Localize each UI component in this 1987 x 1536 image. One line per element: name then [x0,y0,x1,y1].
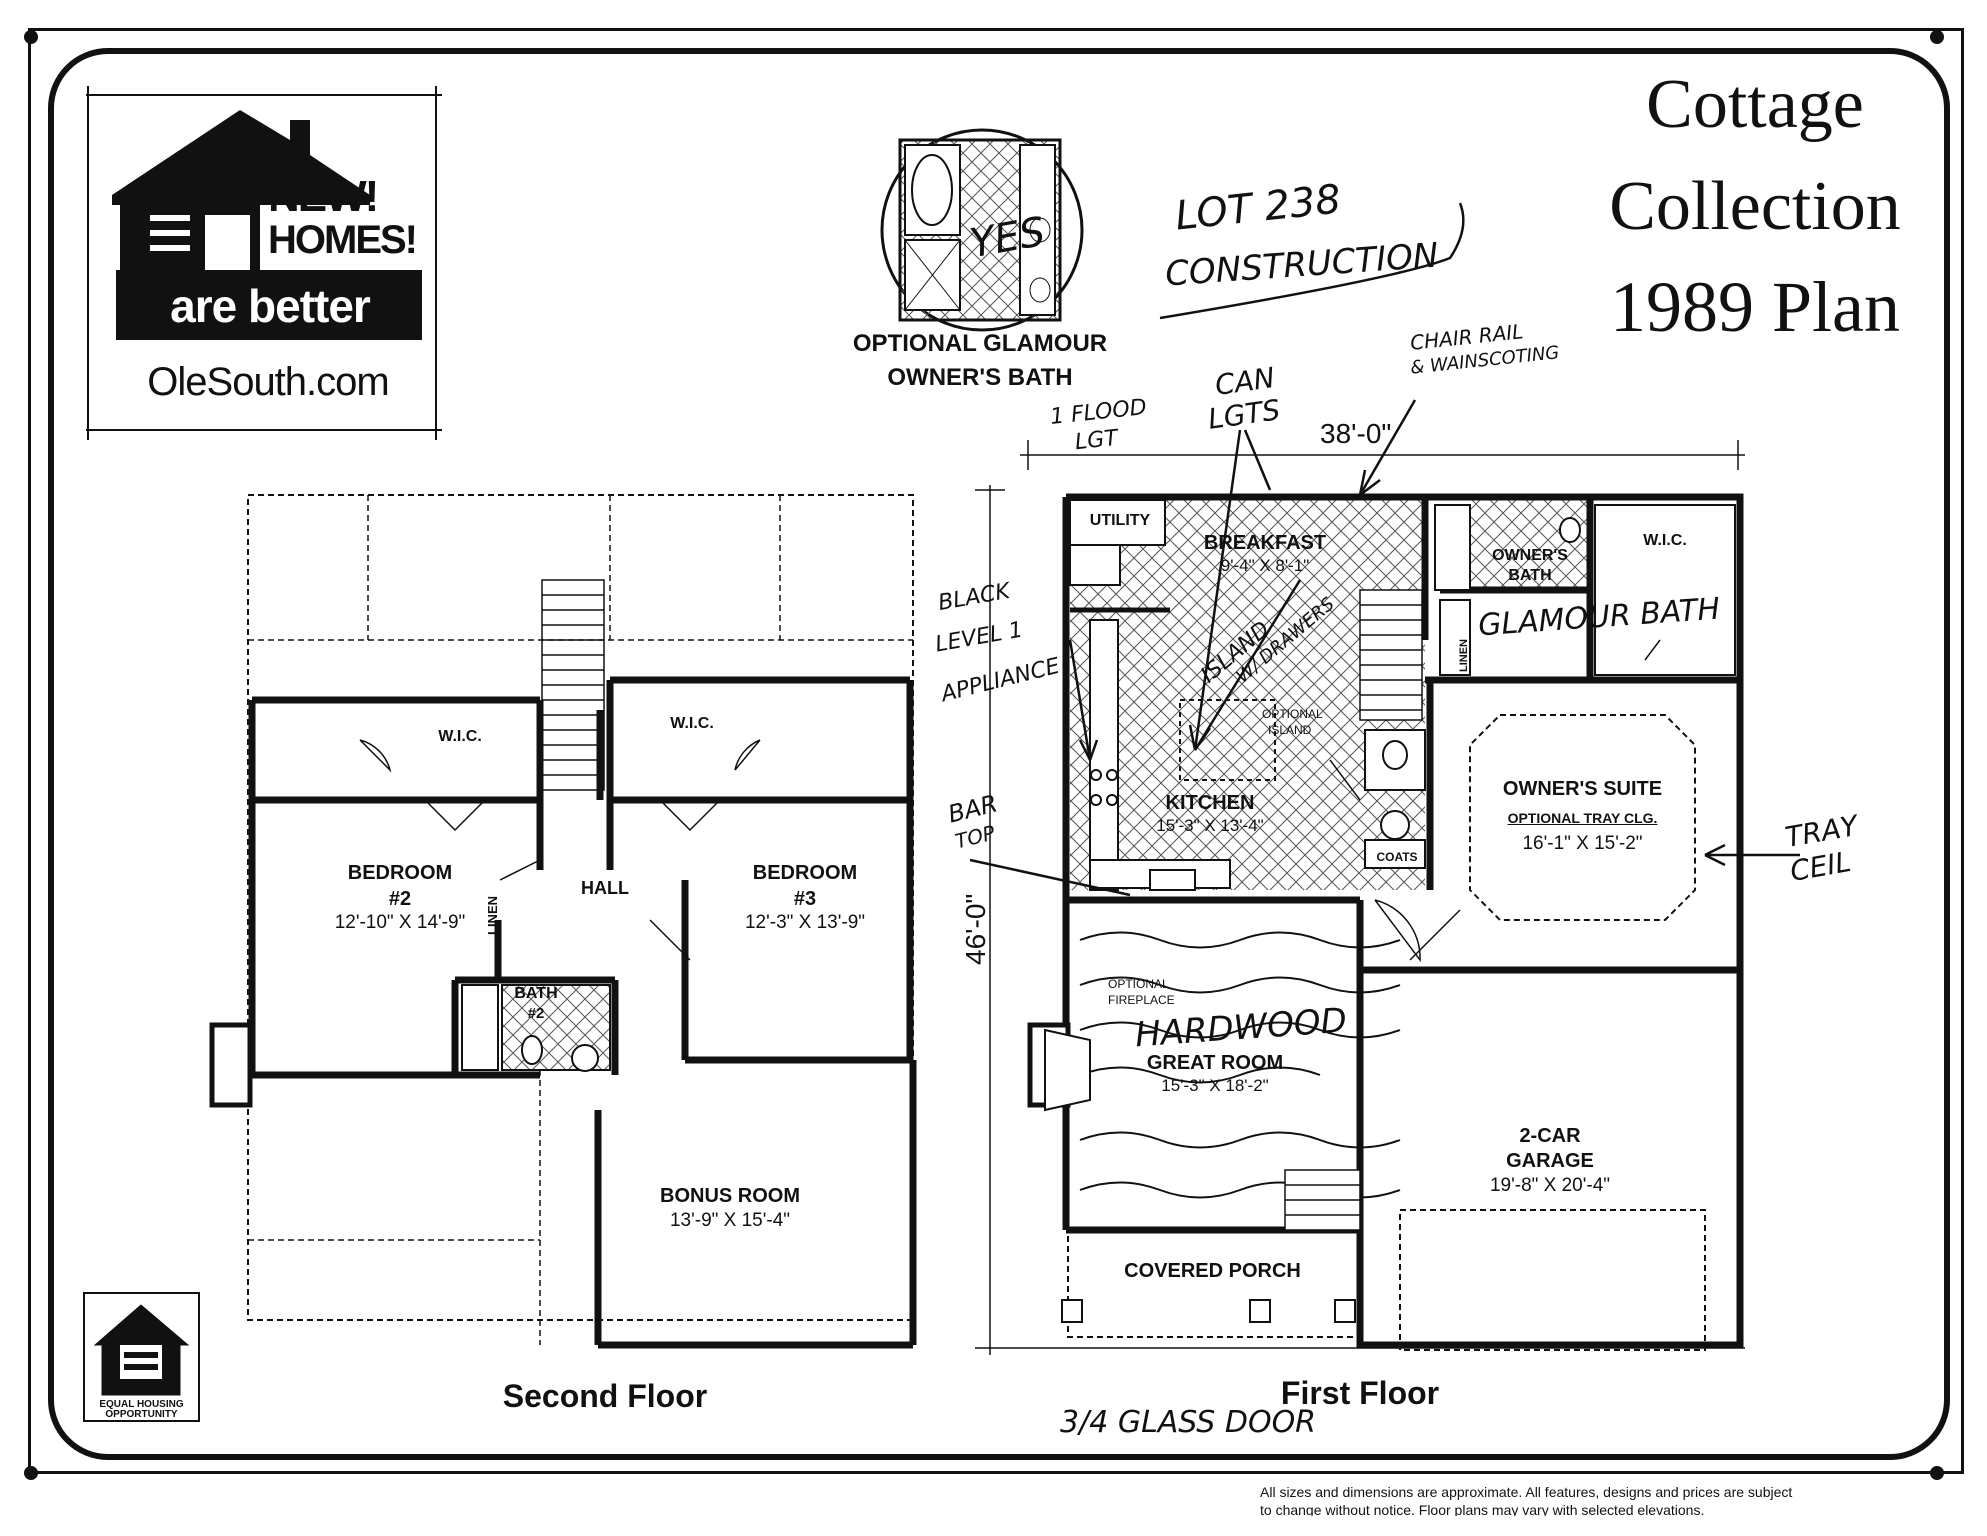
ff-garage-2: GARAGE [1506,1150,1594,1172]
disclaimer-line1: All sizes and dimensions are approximate… [1260,1484,1793,1500]
ff-breakfast-name: BREAKFAST [1203,532,1327,554]
handwritten-marks [969,202,1800,897]
sf-bath-name: BATH [514,985,558,1002]
first-floor-plan [975,440,1745,1355]
ff-great-room-dim: 15'-3" X 18'-2" [1161,1076,1269,1095]
ff-width-dim: 38'-0" [1320,418,1392,449]
ff-owners-suite-name: OWNER'S SUITE [1502,778,1663,800]
equal-housing-logo [83,1292,200,1422]
collection-line2: Collection [1609,168,1901,245]
sf-bedroom3-num: #3 [793,888,817,910]
inner-border [48,48,1950,1460]
ff-breakfast-dim: 9'-4" X 8'-1" [1220,556,1310,575]
collection-line3: 1989 Plan [1609,267,1900,347]
ff-depth-dim: 46'-0" [960,893,991,965]
corner-dot [24,1466,38,1480]
ff-garage-1: 2-CAR [1519,1125,1581,1147]
ff-kitchen-dim: 15'-3" X 13'-4" [1156,816,1264,835]
ff-owners-bath-2: BATH [1508,567,1552,584]
second-floor-title: Second Floor [502,1378,708,1414]
disclaimer-line2: to change without notice. Floor plans ma… [1260,1502,1705,1516]
sf-wic-1: W.I.C. [438,728,482,745]
ff-optional-island-2: ISLAND [1268,723,1312,737]
ff-utility: UTILITY [1089,512,1151,529]
sf-bonus-dim: 13'-9" X 15'-4" [669,1210,791,1231]
ff-owners-suite-sub: OPTIONAL TRAY CLG. [1507,810,1658,826]
logo-frame [86,86,442,440]
sf-bedroom2-name: BEDROOM [347,862,453,884]
inset-label-line2: OWNER'S BATH [887,364,1073,391]
logo-website: OleSouth.com [147,360,389,404]
sf-wic-2: W.I.C. [670,715,714,732]
ff-owners-bath-1: OWNER'S [1492,547,1568,564]
outer-border [28,28,1964,1474]
inset-bath-drawing [880,128,1084,332]
ff-optional-fireplace-2: FIREPLACE [1108,993,1175,1007]
sf-bedroom2-num: #2 [388,888,412,910]
ff-covered-porch: COVERED PORCH [1124,1260,1301,1282]
sf-bonus-name: BONUS ROOM [660,1185,800,1207]
ff-garage-dim: 19'-8" X 20'-4" [1489,1175,1611,1196]
ff-coats: COATS [1376,850,1418,864]
logo-tagline: are better [170,280,371,332]
logo-new: NEW! [268,172,379,221]
ff-optional-island-1: OPTIONAL [1262,707,1323,721]
note-flood-lgt: LGT [1073,425,1119,456]
inset-label-line1: OPTIONAL GLAMOUR [852,330,1108,357]
sf-bath-num: #2 [527,1005,545,1022]
ff-linen: LINEN [1458,639,1470,672]
logo-homes: HOMES! [268,218,418,262]
equal-housing-line2: OPPORTUNITY [105,1409,178,1420]
ff-great-room-name: GREAT ROOM [1146,1052,1284,1074]
sf-bedroom3-name: BEDROOM [752,862,858,884]
sf-bedroom2-dim: 12'-10" X 14'-9" [334,912,466,933]
ff-owners-suite-dim: 16'-1" X 15'-2" [1522,833,1643,854]
ff-wic: W.I.C. [1643,532,1687,549]
corner-dot [1930,1466,1944,1480]
note-glass-door: 3/4 GLASS DOOR [1060,1405,1317,1440]
equal-housing-line1: EQUAL HOUSING [99,1399,184,1410]
house-logo [112,110,422,340]
second-floor-plan [209,494,917,1349]
ff-optional-fireplace-1: OPTIONAL [1108,977,1169,991]
corner-dot [24,30,38,44]
sf-bedroom3-dim: 12'-3" X 13'-9" [744,912,866,933]
collection-line1: Cottage [1646,66,1864,143]
sf-linen: LINEN [485,896,500,935]
corner-dot [1930,30,1944,44]
first-floor-title: First Floor [1280,1375,1440,1411]
sf-hall: HALL [581,878,629,898]
ff-kitchen-name: KITCHEN [1165,792,1255,814]
